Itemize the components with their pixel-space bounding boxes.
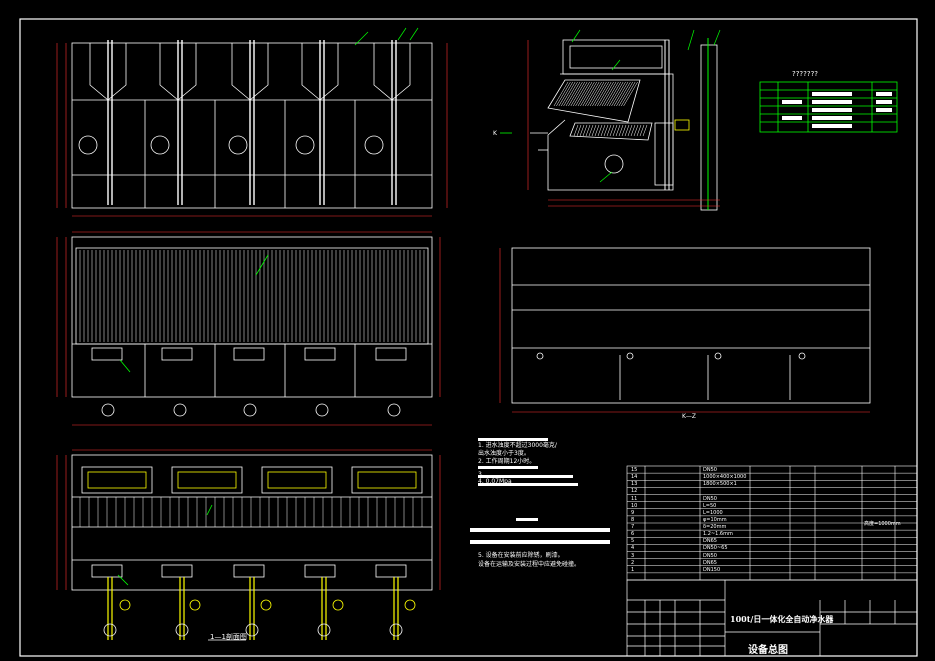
parts-row-spec: DN65 [703, 538, 717, 545]
title-block-drawing: 设备总图 [748, 645, 788, 656]
parts-row-number: 7 [631, 524, 635, 530]
parts-row-spec: 1800×500×1 [703, 481, 737, 488]
parts-row-spec: δ=20mm [703, 524, 727, 530]
valve-circles-bottom [103, 599, 416, 637]
section-k-z-label: K—Z [682, 413, 696, 420]
parts-row-spec: DN50 [703, 467, 717, 473]
parts-row-number: 5 [631, 538, 635, 545]
title-block-project: 100t/日一体化全自动净水器 [730, 614, 834, 624]
parts-row-spec: φ=10mm [703, 516, 727, 523]
parts-row-number: 1 [631, 566, 635, 573]
parts-row-spec: DN150 [703, 566, 721, 573]
front-elevation-view [56, 27, 448, 217]
parts-row-number: 9 [631, 509, 635, 516]
parts-row-number: 12 [631, 488, 638, 495]
parts-row-number: 3 [631, 552, 635, 559]
parts-row-spec: DN50 [703, 552, 717, 559]
parts-row-number: 11 [631, 495, 638, 502]
parts-row-spec: DN50 [703, 495, 717, 502]
note-line-1: 1. 进水浊度不超过3000毫克/ [478, 442, 557, 449]
plan-view-middle [56, 231, 441, 426]
note-line-4: 3. [478, 471, 484, 478]
note-line-7: 设备在运输及安装过程中应避免碰撞。 [478, 561, 581, 568]
parts-row-spec: DN65 [703, 559, 717, 566]
parts-row-number: 6 [631, 531, 635, 538]
drawing-frame [19, 18, 918, 657]
valve-circles-mid [101, 403, 401, 417]
parts-row-spec: L=50 [703, 502, 717, 509]
manhole-circles [78, 135, 384, 155]
parts-row-spec: DN50~65 [703, 545, 728, 552]
parts-note-right: 高度=1000mm [864, 521, 901, 527]
section-k-z-view [499, 247, 871, 413]
parts-row-number: 4 [631, 545, 635, 552]
title-block [626, 579, 918, 657]
parts-row-number: 2 [631, 559, 635, 566]
parts-row-number: 8 [631, 516, 635, 523]
parts-table [626, 465, 918, 581]
section-1-1-view [56, 449, 441, 641]
parts-row-spec: 1.2~1.6mm [703, 531, 733, 538]
legend-table [759, 81, 898, 133]
note-line-2: 出水浊度小于3度。 [478, 450, 530, 457]
section-caption: 1—1剖面图 [210, 633, 247, 641]
note-line-5: 4. 0.07Mpa [478, 478, 512, 485]
legend-title: ??????? [792, 70, 818, 78]
note-line-3: 2. 工作周期12小时。 [478, 458, 536, 465]
notes-bars [470, 438, 610, 544]
cross-section-view [527, 29, 721, 211]
section-k-label: K [493, 130, 498, 137]
note-line-6: 5. 设备在安装前应除锈，刷漆。 [478, 552, 564, 559]
parts-row-spec: L=1000 [703, 509, 723, 516]
parts-row-number: 14 [631, 474, 638, 481]
parts-row-spec: 1000×400×1000 [703, 474, 747, 481]
parts-row-number: 10 [631, 502, 638, 509]
parts-row-number: 15 [631, 467, 638, 473]
parts-row-number: 13 [631, 481, 638, 488]
